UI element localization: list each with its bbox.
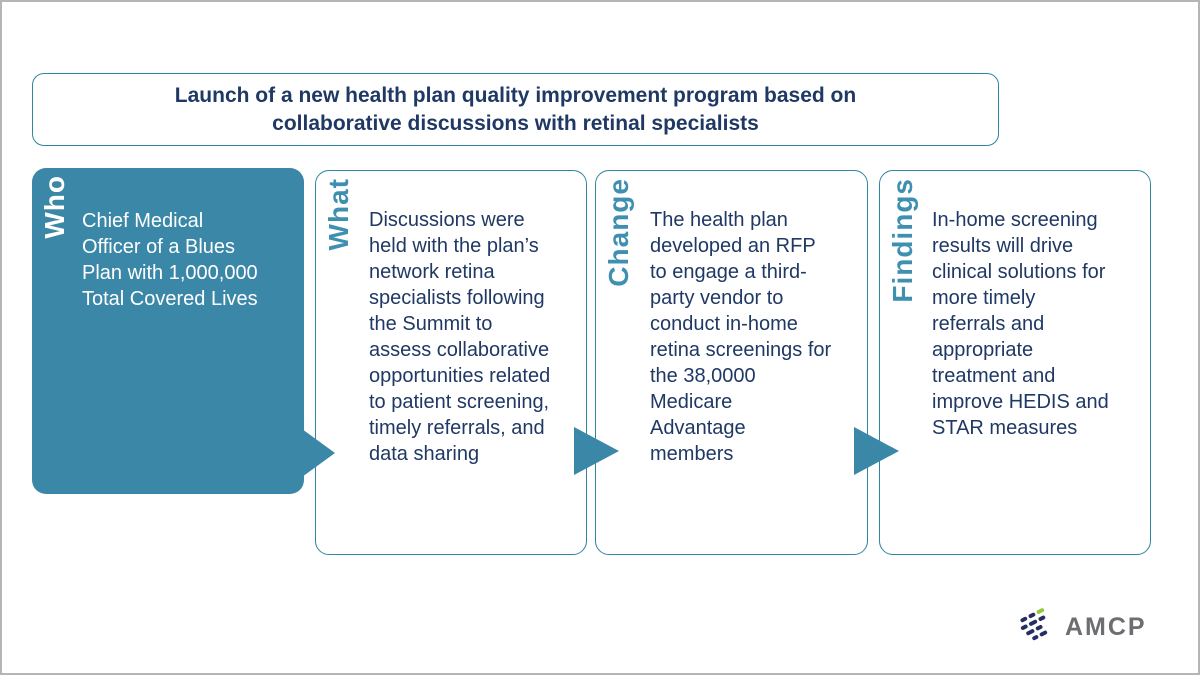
- change-box: Change The health plan developed an RFP …: [595, 170, 868, 555]
- what-box: What Discussions were held with the plan…: [315, 170, 587, 555]
- amcp-logo-mark: [1020, 608, 1048, 641]
- amcp-logo: AMCP: [1018, 606, 1147, 648]
- findings-text: In-home screening results will drive cli…: [932, 209, 1109, 439]
- who-text: Chief Medical Officer of a Blues Plan wi…: [82, 210, 258, 310]
- amcp-logo-text: AMCP: [1065, 612, 1147, 641]
- who-box: Who Chief Medical Officer of a Blues Pla…: [32, 168, 304, 494]
- findings-box: Findings In-home screening results will …: [879, 170, 1151, 555]
- what-label: What: [323, 178, 354, 251]
- change-label: Change: [603, 178, 634, 287]
- arrow-right-icon: [302, 429, 335, 477]
- who-label: Who: [39, 175, 70, 239]
- title-box: Launch of a new health plan quality impr…: [32, 73, 999, 146]
- what-text: Discussions were held with the plan’s ne…: [369, 209, 551, 465]
- slide-title: Launch of a new health plan quality impr…: [174, 83, 857, 135]
- arrow-right-icon: [854, 427, 899, 475]
- arrow-right-icon: [574, 427, 619, 475]
- findings-label: Findings: [887, 178, 918, 303]
- change-text: The health plan developed an RFP to enga…: [650, 209, 832, 465]
